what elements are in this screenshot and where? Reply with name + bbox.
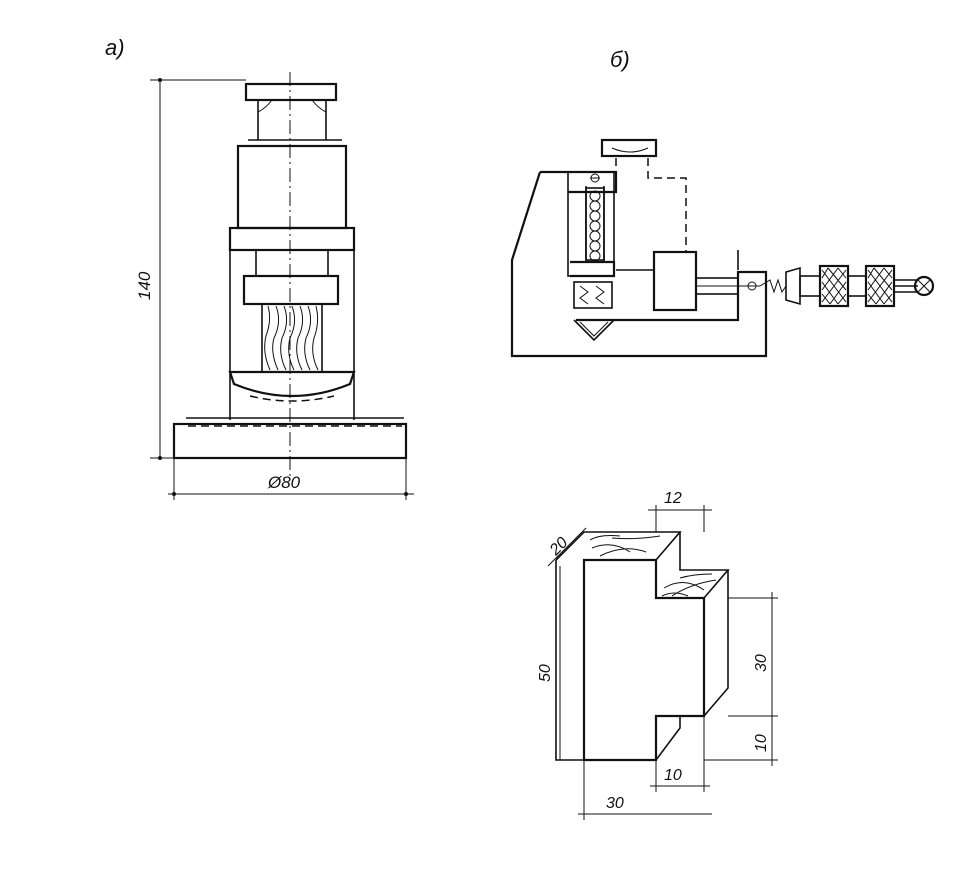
grain-top bbox=[589, 535, 661, 557]
dim-total-height: 50 bbox=[537, 664, 554, 682]
panel-b-label: б) bbox=[610, 47, 630, 72]
dim-bottom-height: 10 bbox=[753, 734, 770, 752]
indenter-tip bbox=[573, 319, 615, 342]
diameter-dimension: Ø80 bbox=[267, 473, 301, 492]
specimen-drawing: 12 20 50 30 10 10 30 bbox=[537, 490, 778, 820]
specimen-outline bbox=[582, 558, 706, 762]
device-a-drawing: 140 Ø80 bbox=[135, 72, 414, 500]
dim-right-height: 30 bbox=[753, 654, 770, 672]
dim-bottom-step: 10 bbox=[664, 767, 682, 784]
grain-step bbox=[661, 573, 717, 597]
height-dimension: 140 bbox=[135, 271, 154, 300]
wood-specimen bbox=[261, 303, 323, 373]
cap-neck bbox=[257, 100, 327, 140]
dial-gauge bbox=[600, 138, 658, 158]
sliding-block bbox=[652, 250, 698, 312]
dim-bottom-width: 30 bbox=[606, 795, 624, 812]
ball-chain bbox=[589, 190, 601, 262]
upper-body bbox=[236, 144, 348, 230]
dim-top-thickness: 20 bbox=[546, 534, 571, 559]
spring-housing bbox=[573, 281, 613, 309]
device-b-drawing bbox=[510, 138, 935, 358]
dim-top-width: 12 bbox=[664, 490, 682, 507]
panel-a-label: а) bbox=[105, 35, 125, 60]
top-cap bbox=[244, 82, 338, 102]
piston-guide bbox=[255, 249, 329, 277]
end-knob bbox=[913, 275, 935, 297]
loading-pad bbox=[242, 274, 340, 306]
spherical-seat bbox=[228, 370, 356, 398]
screw-spring bbox=[759, 278, 787, 294]
frame-top bbox=[228, 226, 356, 252]
device-base bbox=[172, 422, 408, 460]
